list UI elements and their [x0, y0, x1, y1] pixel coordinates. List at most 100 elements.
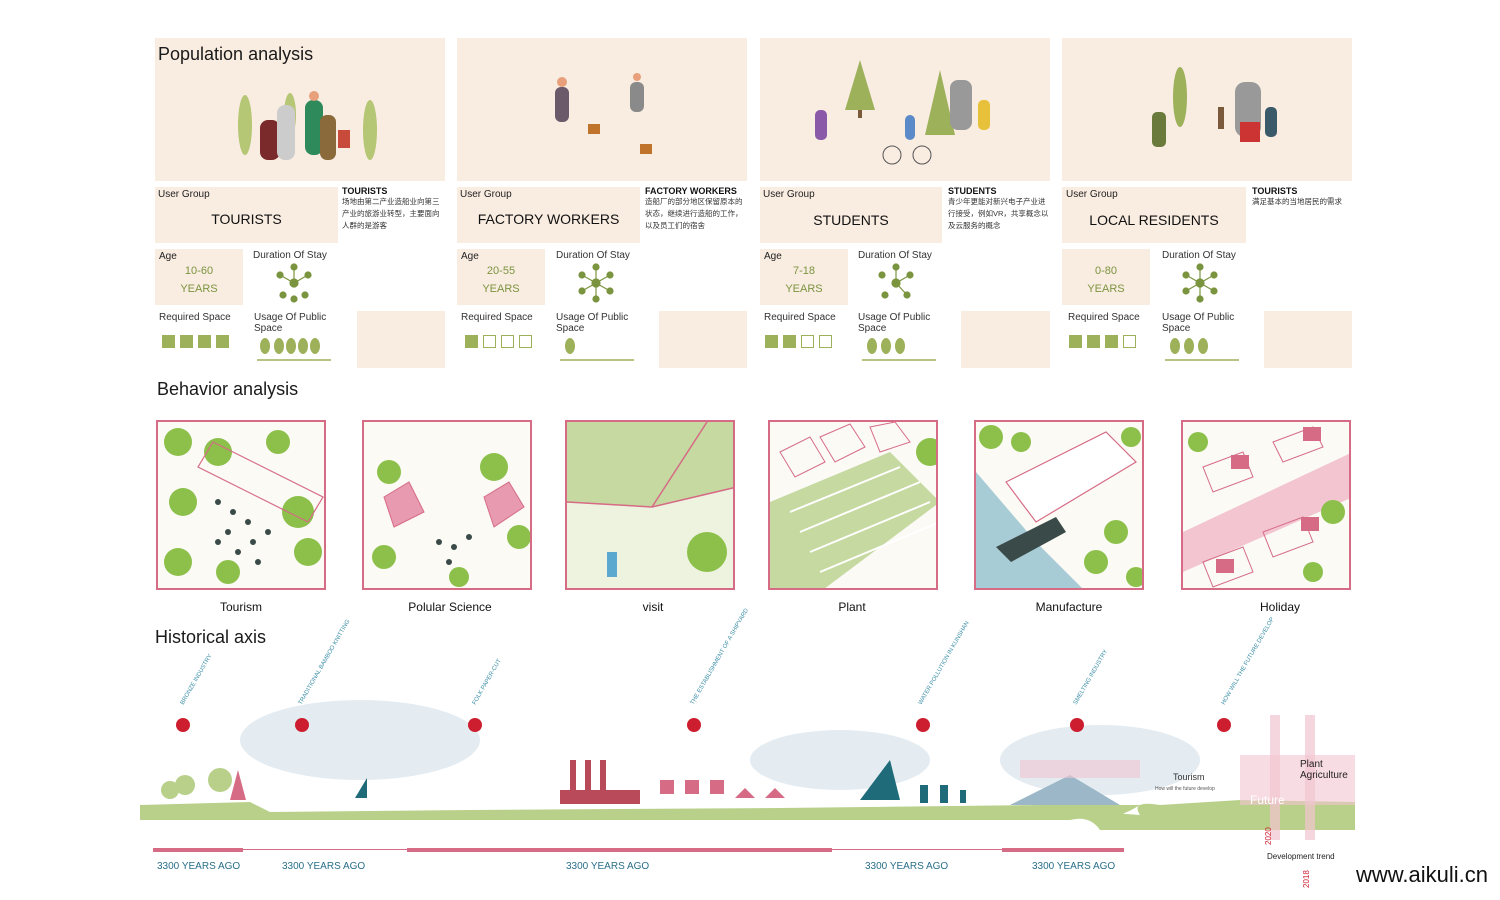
milestone-marker — [295, 718, 309, 732]
duration-of-stay-icon — [578, 263, 614, 303]
students-illustration — [815, 60, 990, 165]
blank-panel-2 — [659, 311, 747, 368]
milestone-marker — [1070, 718, 1084, 732]
required-space-label: Required Space — [461, 312, 533, 323]
required-space-squares — [465, 335, 537, 353]
milestone-marker — [468, 718, 482, 732]
population-image-panel-4 — [1062, 38, 1352, 181]
behavior-card-science — [362, 420, 532, 590]
user-group-box-4: User Group LOCAL RESIDENTS — [1062, 187, 1246, 243]
behavior-card-holiday — [1181, 420, 1351, 590]
user-group-box-2: User Group FACTORY WORKERS — [457, 187, 640, 243]
usage-trees-icon — [560, 338, 634, 361]
tourists-illustration — [238, 91, 377, 160]
milestone-marker — [176, 718, 190, 732]
user-group-name: TOURISTS — [211, 211, 282, 227]
age-range: 0-80 — [1094, 265, 1118, 277]
milestone-marker — [1217, 718, 1231, 732]
space-square — [519, 335, 532, 348]
required-space-squares — [765, 335, 837, 353]
user-group-label: User Group — [158, 189, 210, 200]
age-label: Age — [461, 251, 479, 262]
description-title: FACTORY WORKERS — [645, 186, 737, 196]
population-image-panel-1 — [155, 38, 445, 181]
age-box-2: Age 20-55 YEARS — [457, 249, 545, 305]
required-space-squares — [162, 335, 234, 353]
behavior-title: Behavior analysis — [157, 379, 299, 399]
age-unit: YEARS — [1087, 283, 1125, 295]
space-square — [801, 335, 814, 348]
behavior-label-manufacture: Manufacture — [1035, 600, 1103, 614]
group-description-1: TOURISTS 场地由第二产业造船业向第三产业的旅游业转型，主要面向人群的是游… — [342, 186, 445, 232]
development-trend-label: Development trend — [1267, 852, 1335, 861]
tourism-scene — [164, 428, 324, 584]
milestone-marker — [916, 718, 930, 732]
description-text: 场地由第二产业造船业向第三产业的旅游业转型，主要面向人群的是游客 — [342, 197, 440, 230]
behavior-card-manufacture — [974, 420, 1144, 590]
holiday-scene — [1183, 426, 1349, 588]
age-unit: YEARS — [180, 283, 218, 295]
era-bar-thin — [243, 849, 407, 850]
required-space-label: Required Space — [764, 312, 836, 323]
space-square — [1087, 335, 1100, 348]
population-image-panel-2 — [457, 38, 747, 181]
future-agriculture-label: Agriculture — [1300, 770, 1348, 781]
behavior-label-visit: visit — [642, 600, 664, 614]
space-square — [465, 335, 478, 348]
era-label: 3300 YEARS AGO — [865, 861, 949, 872]
space-square — [198, 335, 211, 348]
behavior-card-plant — [768, 420, 938, 590]
usage-trees-icon — [1165, 338, 1239, 361]
year-2020-label: 2020 — [1264, 827, 1273, 845]
space-square — [216, 335, 229, 348]
future-plant-label: Plant — [1300, 759, 1323, 770]
group-description-3: STUDENTS 青少年更能对新兴电子产业进行接受，例如VR，共享概念以及云服务… — [948, 186, 1050, 232]
space-square — [180, 335, 193, 348]
duration-label: Duration Of Stay — [556, 250, 630, 261]
population-title: Population analysis — [158, 44, 314, 64]
local-residents-illustration — [1152, 67, 1277, 147]
behavior-card-visit — [565, 420, 735, 590]
space-square — [501, 335, 514, 348]
blank-panel-1 — [357, 311, 445, 368]
user-group-name: FACTORY WORKERS — [477, 211, 620, 227]
age-label: Age — [764, 251, 782, 262]
watermark: www.aikuli.cn — [1355, 862, 1488, 887]
science-scene — [372, 453, 530, 587]
description-title: TOURISTS — [342, 186, 388, 196]
user-group-label: User Group — [1066, 189, 1118, 200]
required-space-squares — [1069, 335, 1141, 353]
user-group-label: User Group — [460, 189, 512, 200]
space-square — [162, 335, 175, 348]
factory-workers-illustration — [555, 73, 652, 154]
description-text: 造船厂的部分地区保留原本的状态，继续进行造船的工作，以及员工们的宿舍 — [645, 197, 743, 230]
usage-label: Usage Of Public Space — [1162, 312, 1235, 334]
usage-label: Usage Of Public Space — [254, 312, 327, 334]
behavior-label-science: Polular Science — [408, 600, 492, 614]
group-description-4: TOURISTS 满足基本的当地居民的需求 — [1252, 186, 1352, 208]
user-group-label: User Group — [763, 189, 815, 200]
visit-scene — [567, 422, 733, 588]
user-group-name: LOCAL RESIDENTS — [1089, 212, 1219, 228]
timeline-landscape — [140, 700, 1355, 840]
description-text: 满足基本的当地居民的需求 — [1252, 197, 1342, 206]
age-label: Age — [159, 251, 177, 262]
description-title: TOURISTS — [1252, 186, 1298, 196]
blank-panel-3 — [961, 311, 1050, 368]
milestone-marker — [687, 718, 701, 732]
space-square — [483, 335, 496, 348]
usage-trees-icon — [257, 338, 331, 361]
space-square — [1123, 335, 1136, 348]
era-bar-thin — [832, 849, 1002, 850]
space-square — [1105, 335, 1118, 348]
space-square — [819, 335, 832, 348]
user-group-box-1: User Group TOURISTS — [155, 187, 338, 243]
age-range: 7-18 — [792, 265, 816, 277]
age-box-3: Age 7-18 YEARS — [760, 249, 848, 305]
duration-of-stay-icon — [276, 263, 312, 303]
behavior-label-holiday: Holiday — [1259, 600, 1301, 614]
future-tourism-label: Tourism — [1173, 772, 1205, 782]
age-box-1: Age 10-60 YEARS — [155, 249, 243, 305]
space-square — [1069, 335, 1082, 348]
future-label: Future — [1250, 793, 1285, 807]
